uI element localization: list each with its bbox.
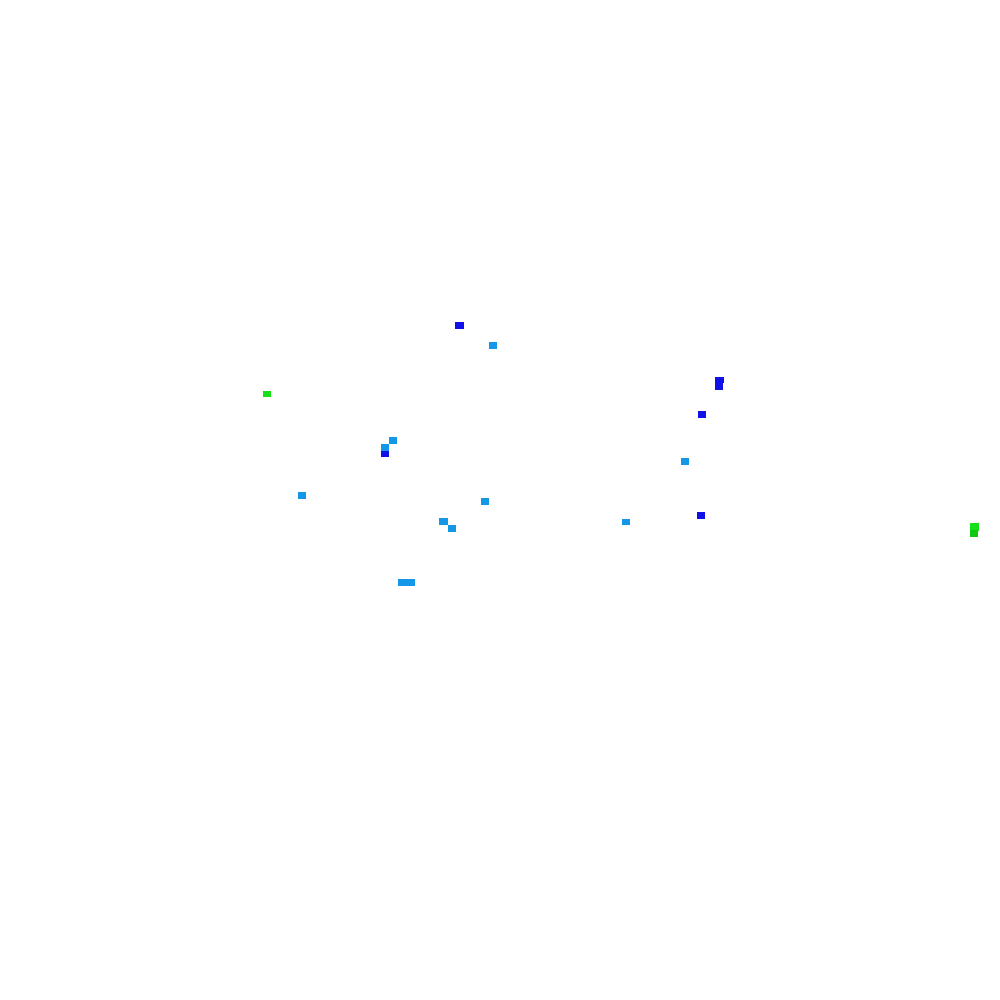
marker-point <box>489 342 497 349</box>
marker-point <box>715 383 723 390</box>
marker-point <box>970 523 979 531</box>
marker-point <box>970 530 978 537</box>
marker-point <box>448 525 456 532</box>
marker-point <box>263 391 271 397</box>
marker-point <box>697 512 705 519</box>
marker-point <box>381 444 389 451</box>
marker-point <box>398 579 407 586</box>
marker-point <box>389 437 397 444</box>
marker-point <box>698 411 706 418</box>
marker-point <box>381 451 389 457</box>
marker-point <box>439 518 448 525</box>
marker-point <box>622 519 630 525</box>
marker-point <box>298 492 306 499</box>
marker-point <box>406 579 415 586</box>
marker-point <box>681 458 689 465</box>
marker-point <box>715 377 724 383</box>
marker-point <box>481 498 489 505</box>
marker-point <box>455 322 464 329</box>
